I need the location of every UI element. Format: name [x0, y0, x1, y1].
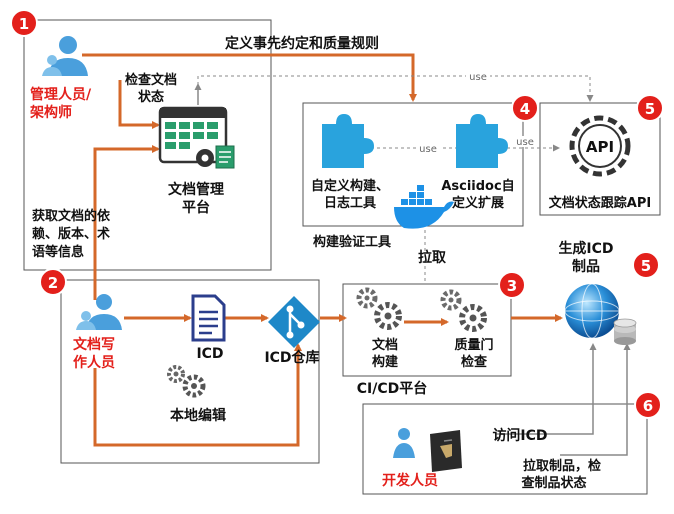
badge-4: 4: [511, 94, 539, 122]
manager-box: [23, 19, 272, 271]
database-icon: [613, 318, 637, 345]
writer-box: [60, 279, 320, 464]
arrow-manager-platform: [118, 80, 160, 129]
manager-person-icon: [42, 36, 88, 76]
cicd-box: [342, 283, 512, 377]
label-icd: ICD: [196, 346, 223, 362]
label-generate-1: 生成ICD: [558, 240, 613, 257]
api-gear-icon: API: [569, 115, 631, 177]
label-manager-1: 管理人员/: [30, 86, 92, 103]
doc-platform-icon: [158, 106, 235, 169]
label-manager-2: 架构师: [29, 104, 72, 121]
badge-6: 6: [634, 391, 662, 419]
label-pull-check-1: 拉取制品，检: [523, 458, 601, 474]
quality-gate-gears-icon: [440, 289, 487, 332]
developer-box: [362, 403, 648, 495]
label-use-right: use: [516, 137, 534, 148]
label-quality-gate-1: 质量门: [454, 337, 493, 353]
label-custom-build-1: 自定义构建、: [311, 178, 389, 194]
label-icd-repo: ICD仓库: [264, 349, 319, 366]
custom-build-puzzle-icon: [322, 114, 374, 168]
svg-text:5: 5: [641, 257, 651, 275]
label-asciidoc-1: Asciidoc自: [441, 178, 514, 194]
docker-icon: [394, 185, 454, 229]
label-check-status-2: 状态: [138, 89, 164, 105]
label-quality-gate-2: 检查: [461, 354, 488, 370]
icd-document-icon: [191, 294, 226, 342]
badge-3: 3: [498, 271, 526, 299]
artifacts-globe-icon: [564, 283, 620, 339]
svg-text:3: 3: [507, 277, 517, 295]
git-repo-icon: [268, 296, 320, 348]
developer-device-icon: [430, 430, 462, 472]
arrow-access-icd: [495, 343, 597, 435]
label-doc-build-2: 构建: [372, 354, 398, 370]
asciidoc-puzzle-icon: [456, 114, 508, 168]
developer-person-icon: [393, 428, 415, 458]
svg-text:5: 5: [645, 100, 655, 118]
svg-text:6: 6: [643, 397, 653, 415]
label-asciidoc-2: 定义扩展: [451, 195, 505, 211]
label-define-rules: 定义事先约定和质量规则: [225, 35, 379, 52]
label-use-middle: use: [419, 144, 437, 155]
writer-person-icon: [76, 294, 122, 330]
svg-text:1: 1: [19, 15, 29, 33]
label-generate-2: 制品: [572, 258, 600, 275]
label-doc-platform-1: 文档管理: [168, 181, 224, 198]
local-edit-gears-icon: [167, 365, 206, 398]
label-get-info-1: 获取文档的依: [32, 208, 111, 224]
svg-text:4: 4: [520, 100, 530, 118]
label-custom-build-2: 日志工具: [324, 195, 376, 211]
label-doc-build-1: 文档: [372, 337, 398, 353]
label-doc-platform-2: 平台: [182, 199, 210, 216]
label-pull: 拉取: [418, 249, 447, 266]
arrow-get-info: [93, 145, 160, 300]
use-line-top: [197, 75, 594, 102]
badge-5-api: 5: [636, 94, 664, 122]
label-writer-1: 文档写: [73, 336, 115, 353]
label-check-status-1: 检查文档: [125, 72, 177, 88]
arrow-define-rules: [82, 53, 417, 102]
doc-build-gears-icon: [356, 287, 402, 330]
label-get-info-2: 赖、版本、术: [32, 226, 110, 242]
svg-text:2: 2: [48, 274, 58, 292]
label-local-edit: 本地编辑: [170, 407, 226, 424]
api-box: [539, 102, 661, 216]
label-status-api: 文档状态跟踪API: [549, 195, 651, 211]
badge-1: 1: [10, 9, 38, 37]
label-get-info-3: 语等信息: [32, 244, 84, 260]
label-cicd: CI/CD平台: [357, 380, 428, 397]
label-build-tools: 构建验证工具: [313, 234, 391, 250]
label-writer-2: 作人员: [73, 354, 115, 371]
arrow-pull-check: [560, 343, 631, 456]
api-icon-text: API: [586, 138, 614, 156]
label-pull-check-2: 查制品状态: [520, 475, 586, 491]
label-access-icd: 访问ICD: [492, 427, 547, 444]
label-developer: 开发人员: [382, 472, 438, 489]
badge-2: 2: [39, 268, 67, 296]
label-use-top: use: [469, 72, 487, 83]
arrow-local-edit: [93, 343, 302, 447]
badge-5-artifacts: 5: [632, 251, 660, 279]
